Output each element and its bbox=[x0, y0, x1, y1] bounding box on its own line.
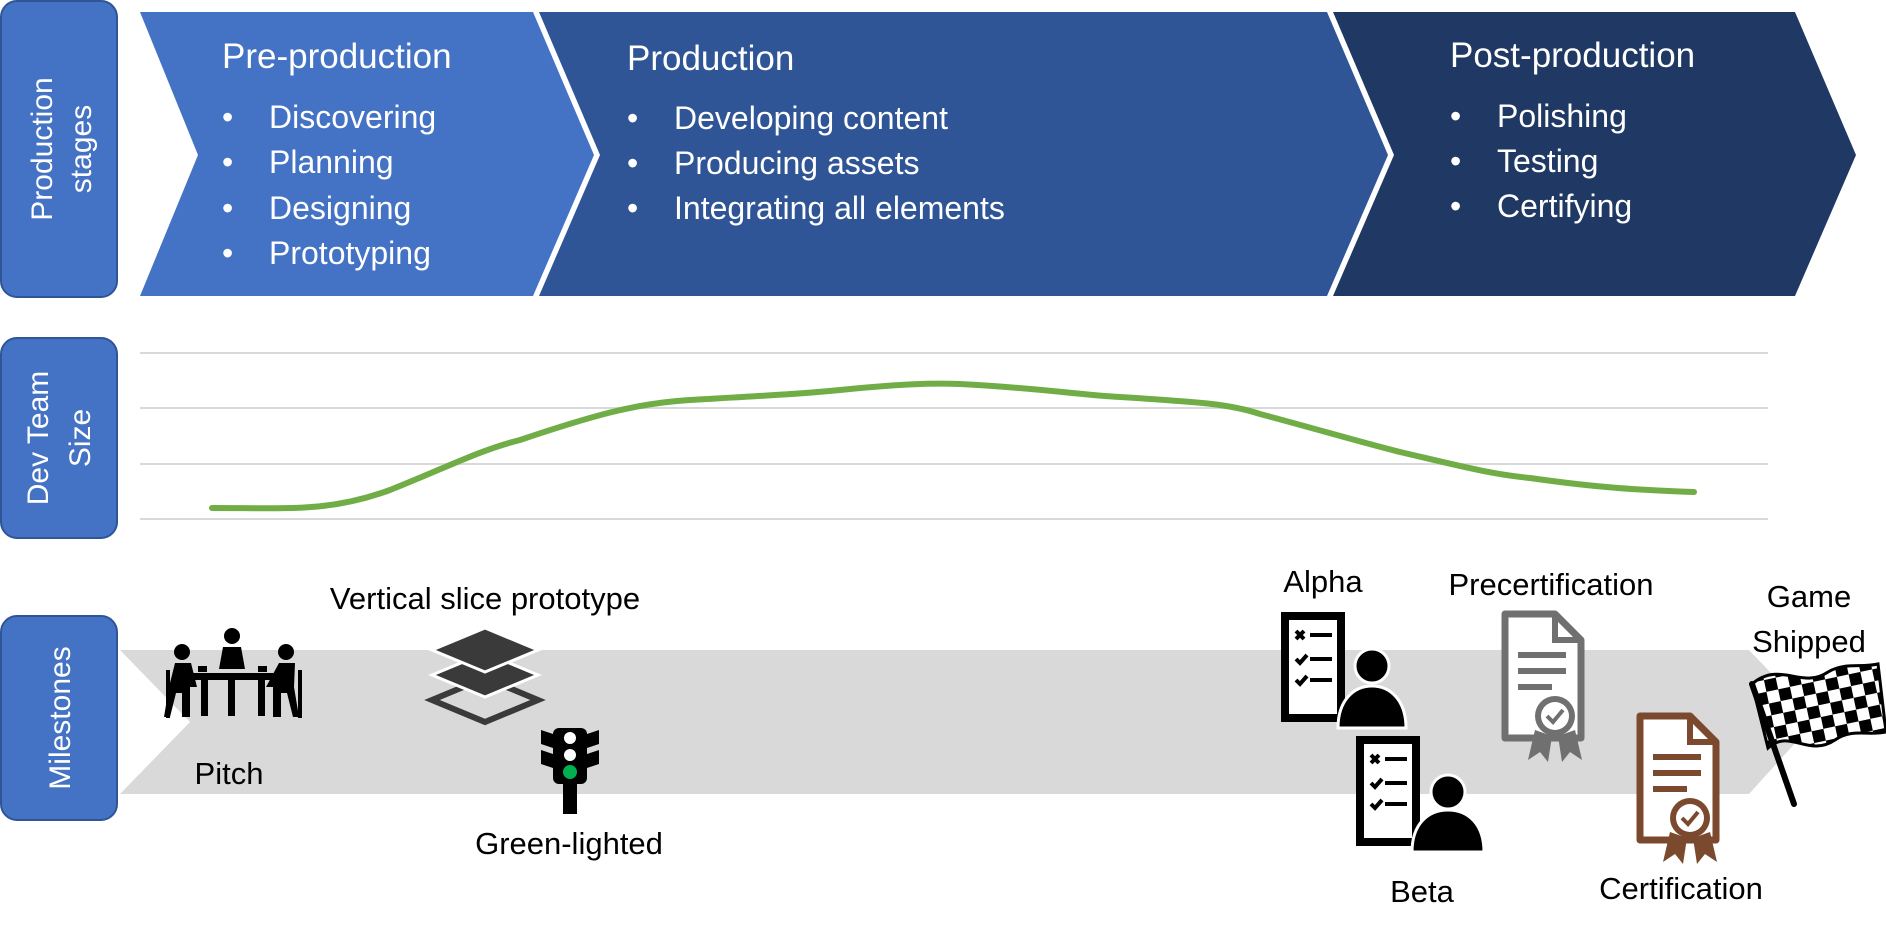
post-production-title: Post-production bbox=[1450, 36, 1695, 75]
production-chevron bbox=[539, 12, 1388, 296]
production-title: Production bbox=[627, 39, 794, 78]
svg-text:•Planning: •Planning bbox=[222, 144, 394, 180]
checkered-flag-icon bbox=[1749, 662, 1886, 807]
row-label-dev-team-size: Dev Team Size bbox=[0, 337, 118, 539]
stage-post-production: Post-production •Polishing •Testing •Cer… bbox=[1333, 12, 1856, 296]
pitch-label: Pitch bbox=[195, 756, 264, 791]
svg-text:•Producing assets: •Producing assets bbox=[627, 145, 919, 181]
game-shipped-label-line1: Game bbox=[1767, 579, 1851, 614]
green-lighted-milestone: Green-lighted bbox=[475, 728, 663, 861]
production-item: Developing content bbox=[674, 100, 948, 136]
production-list: •Developing content •Producing assets •I… bbox=[627, 100, 1005, 226]
pre-production-list: •Discovering •Planning •Designing •Proto… bbox=[222, 99, 436, 271]
meeting-table-icon bbox=[164, 628, 302, 718]
team-size-chart bbox=[140, 352, 1768, 520]
game-shipped-label-line2: Shipped bbox=[1752, 624, 1866, 659]
checklist-person-icon bbox=[1356, 736, 1486, 854]
pre-production-item: Planning bbox=[269, 144, 394, 180]
dev-team-label-line2: Size bbox=[64, 409, 97, 467]
svg-text:•Polishing: •Polishing bbox=[1450, 98, 1627, 134]
stacked-layers-icon bbox=[424, 626, 546, 726]
beta-milestone: Beta bbox=[1356, 736, 1486, 909]
svg-text:•Prototyping: •Prototyping bbox=[222, 235, 431, 271]
pre-production-item: Designing bbox=[269, 190, 411, 226]
pre-production-chevron bbox=[140, 12, 594, 296]
precertification-label: Precertification bbox=[1448, 567, 1653, 602]
beta-label: Beta bbox=[1390, 874, 1455, 909]
certificate-icon bbox=[1501, 610, 1585, 762]
certification-label: Certification bbox=[1599, 871, 1763, 906]
alpha-label: Alpha bbox=[1283, 564, 1363, 599]
production-item: Integrating all elements bbox=[674, 190, 1005, 226]
svg-text:•Developing content: •Developing content bbox=[627, 100, 948, 136]
green-lighted-label: Green-lighted bbox=[475, 826, 663, 861]
certificate-icon bbox=[1636, 712, 1720, 864]
pre-production-item: Prototyping bbox=[269, 235, 431, 271]
alpha-milestone: Alpha bbox=[1281, 564, 1408, 730]
post-production-chevron bbox=[1333, 12, 1856, 296]
team-size-curve bbox=[209, 380, 1697, 512]
svg-text:•Discovering: •Discovering bbox=[222, 99, 436, 135]
stage-production: Production •Developing content •Producin… bbox=[539, 12, 1388, 296]
checklist-person-icon bbox=[1281, 612, 1408, 730]
dev-team-label-line1: Dev Team bbox=[22, 371, 55, 506]
vertical-slice-label: Vertical slice prototype bbox=[330, 581, 640, 616]
post-production-item: Certifying bbox=[1497, 188, 1632, 224]
stage-pre-production: Pre-production •Discovering •Planning •D… bbox=[140, 12, 594, 296]
post-production-item: Polishing bbox=[1497, 98, 1627, 134]
svg-text:•Certifying: •Certifying bbox=[1450, 188, 1632, 224]
pre-production-item: Discovering bbox=[269, 99, 436, 135]
svg-text:•Testing: •Testing bbox=[1450, 143, 1598, 179]
row-label-production-stages: Production stages bbox=[0, 0, 118, 298]
vertical-slice-milestone: Vertical slice prototype bbox=[330, 581, 640, 726]
milestones-label: Milestones bbox=[44, 646, 77, 789]
post-production-list: •Polishing •Testing •Certifying bbox=[1450, 98, 1632, 224]
precertification-milestone: Precertification bbox=[1448, 567, 1654, 762]
traffic-light-icon bbox=[541, 728, 599, 814]
svg-text:•Designing: •Designing bbox=[222, 190, 411, 226]
row-label-milestones: Milestones bbox=[0, 615, 118, 821]
post-production-item: Testing bbox=[1497, 143, 1598, 179]
game-shipped-milestone: Game Shipped bbox=[1749, 579, 1886, 807]
production-stages-label-line1: Production bbox=[26, 77, 59, 220]
pre-production-title: Pre-production bbox=[222, 37, 452, 76]
production-item: Producing assets bbox=[674, 145, 919, 181]
certification-milestone: Certification bbox=[1599, 712, 1763, 906]
production-stages-label-line2: stages bbox=[65, 105, 98, 193]
pitch-milestone: Pitch bbox=[164, 628, 302, 791]
svg-text:•Integrating all elements: •Integrating all elements bbox=[627, 190, 1005, 226]
